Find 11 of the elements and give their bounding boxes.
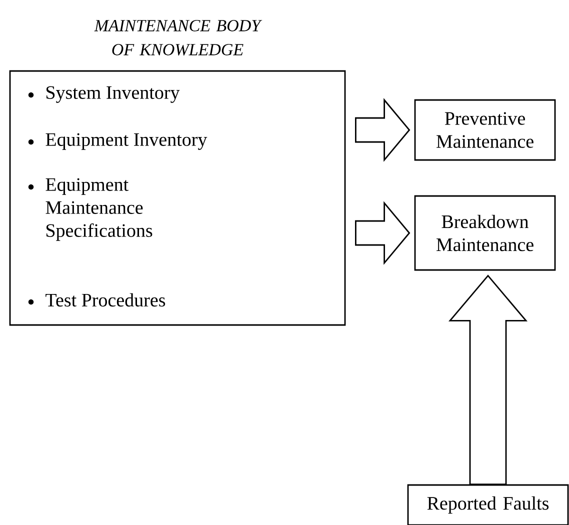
list-item: Test Procedures [46, 293, 166, 307]
list-item: Equipment Maintenance Specifications [46, 178, 152, 241]
process-box: Preventive Maintenance [414, 99, 556, 161]
block-arrow [355, 98, 410, 162]
block-arrow [355, 201, 410, 265]
list-item: Equipment Inventory [46, 133, 208, 150]
list-item: System Inventory [46, 86, 180, 103]
process-box: Breakdown Maintenance [414, 195, 556, 271]
process-box: Reported Faults [407, 484, 569, 525]
block-arrow [448, 274, 528, 485]
heading: MAINTENANCE BODY OF KNOWLEDGE [94, 20, 262, 56]
